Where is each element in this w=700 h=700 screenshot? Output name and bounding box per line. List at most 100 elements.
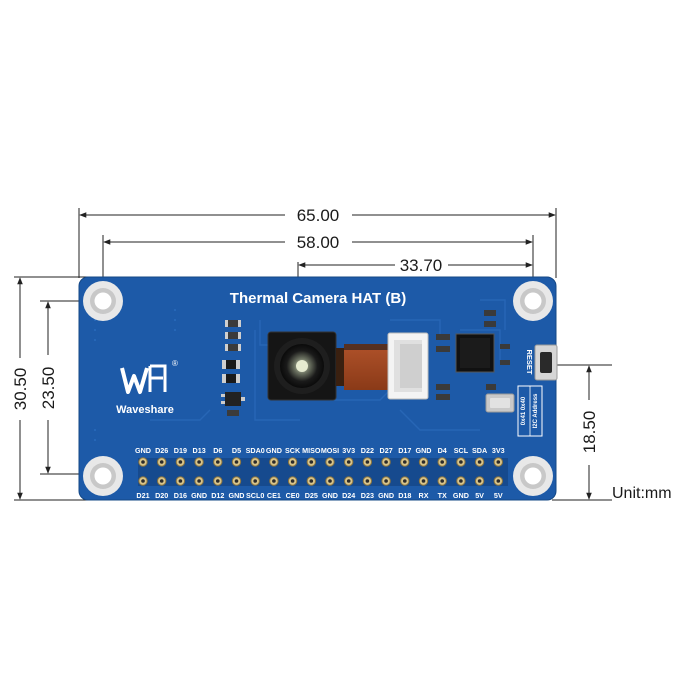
reset-label: RESET: [525, 349, 534, 374]
pin-label-bottom: D25: [305, 491, 318, 500]
pin-label-top: MOSI: [321, 446, 339, 455]
gpio-pin-hole: [253, 460, 257, 464]
gpio-pin-hole: [328, 460, 332, 464]
gpio-pin-hole: [496, 479, 501, 483]
gpio-pin-hole: [365, 479, 370, 483]
pin-label-top: D19: [174, 446, 187, 455]
pin-label-bottom: D18: [398, 491, 411, 500]
pin-label-bottom: D21: [136, 491, 149, 500]
dimension-hole-spacing-y: 23.50: [39, 301, 58, 474]
gpio-pin-hole: [309, 460, 314, 464]
smd-components-left: [221, 320, 245, 416]
pin-label-bottom: CE1: [267, 491, 281, 500]
fpc-connector: [387, 332, 429, 400]
pin-label-bottom: D23: [361, 491, 374, 500]
gpio-pin-hole: [403, 479, 407, 483]
pin-label-top: 3V3: [342, 446, 355, 455]
i2c-address-selector: 0x41 0x40 I2C Address: [517, 385, 543, 437]
gpio-pin-hole: [216, 479, 220, 483]
unit-label: Unit:mm: [612, 485, 672, 502]
dimension-camera-offset: 33.70: [298, 256, 533, 275]
gpio-pin-hole: [403, 460, 407, 464]
gpio-pin-hole: [253, 479, 257, 483]
hole-spacing-y-label: 23.50: [39, 367, 58, 410]
pin-label-bottom: D24: [342, 491, 355, 500]
gpio-pin-hole: [328, 479, 332, 483]
pin-label-top: GND: [135, 446, 151, 455]
gpio-pin-hole: [421, 460, 426, 464]
reset-height-label: 18.50: [580, 411, 599, 454]
gpio-pin-hole: [459, 460, 463, 464]
gpio-pin-hole: [141, 479, 145, 483]
flex-ribbon-cable: [336, 344, 392, 390]
dimension-overall-height: 30.50: [11, 277, 30, 500]
thermal-camera-module: [267, 331, 337, 401]
gpio-pin-hole: [309, 479, 314, 483]
pin-label-top: SDA0: [246, 446, 265, 455]
gpio-pin-hole: [384, 479, 388, 483]
pin-label-bottom: 5V: [494, 491, 503, 500]
pin-label-top: D26: [155, 446, 168, 455]
smd-components-mid: [436, 310, 510, 400]
hole-spacing-x-label: 58.00: [297, 233, 340, 252]
pin-label-top: D17: [398, 446, 411, 455]
pin-label-top: D27: [380, 446, 393, 455]
board-title: Thermal Camera HAT (B): [230, 290, 406, 307]
registered-mark: ®: [172, 359, 178, 368]
pin-label-top: SCK: [285, 446, 301, 455]
pin-label-top: D13: [193, 446, 206, 455]
pin-label-top: D4: [438, 446, 447, 455]
pin-label-top: D5: [232, 446, 241, 455]
gpio-pin-hole: [178, 479, 183, 483]
gpio-pin-hole: [421, 479, 426, 483]
pin-label-bottom: GND: [229, 491, 245, 500]
pin-label-bottom: SCL0: [246, 491, 264, 500]
pin-label-top: GND: [416, 446, 432, 455]
gpio-pin-hole: [346, 479, 351, 483]
gpio-pin-hole: [290, 460, 295, 464]
mounting-hole-bottom-left: [83, 456, 123, 496]
gpio-pin-hole: [290, 479, 295, 483]
pin-label-bottom: GND: [378, 491, 394, 500]
gpio-pin-hole: [496, 460, 501, 464]
pcb-board: Thermal Camera HAT (B) ® Waveshare: [78, 276, 558, 501]
gpio-pin-hole: [234, 479, 239, 483]
reset-button[interactable]: [534, 344, 558, 381]
mounting-hole-top-left: [83, 281, 123, 321]
pin-label-top: MISO: [302, 446, 321, 455]
pin-label-top: SCL: [454, 446, 469, 455]
gpio-pin-hole: [477, 460, 482, 464]
gpio-pin-hole: [141, 460, 145, 464]
gpio-pin-hole: [440, 460, 445, 464]
pin-label-bottom: GND: [191, 491, 207, 500]
pcb-dots: [94, 309, 176, 441]
mounting-hole-bottom-right: [513, 456, 553, 496]
brand-label: Waveshare: [116, 404, 174, 416]
gpio-pin-hole: [159, 460, 164, 464]
dimension-hole-spacing-x: 58.00: [103, 233, 533, 252]
camera-offset-label: 33.70: [400, 256, 443, 275]
pin-label-top: 3V3: [492, 446, 505, 455]
gpio-pin-hole: [159, 479, 164, 483]
gpio-pin-hole: [272, 460, 276, 464]
i2c-options-label: 0x41 0x40: [521, 396, 527, 425]
crystal-oscillator: [485, 393, 515, 413]
pin-label-bottom: GND: [322, 491, 338, 500]
overall-height-label: 30.50: [11, 368, 30, 411]
gpio-pin-hole: [477, 479, 482, 483]
pin-label-bottom: D16: [174, 491, 187, 500]
pin-label-top: SDA: [472, 446, 487, 455]
gpio-pin-hole: [272, 479, 276, 483]
pcb-traces: [150, 299, 506, 431]
pin-label-bottom: GND: [453, 491, 469, 500]
gpio-pin-hole: [197, 479, 201, 483]
dimension-overall-width: 65.00: [79, 206, 556, 225]
mcu-chip: [455, 333, 495, 373]
dimension-reset-height: 18.50: [580, 365, 599, 500]
gpio-pin-hole: [346, 460, 351, 464]
gpio-pins: [138, 457, 503, 486]
gpio-pin-hole: [440, 479, 445, 483]
